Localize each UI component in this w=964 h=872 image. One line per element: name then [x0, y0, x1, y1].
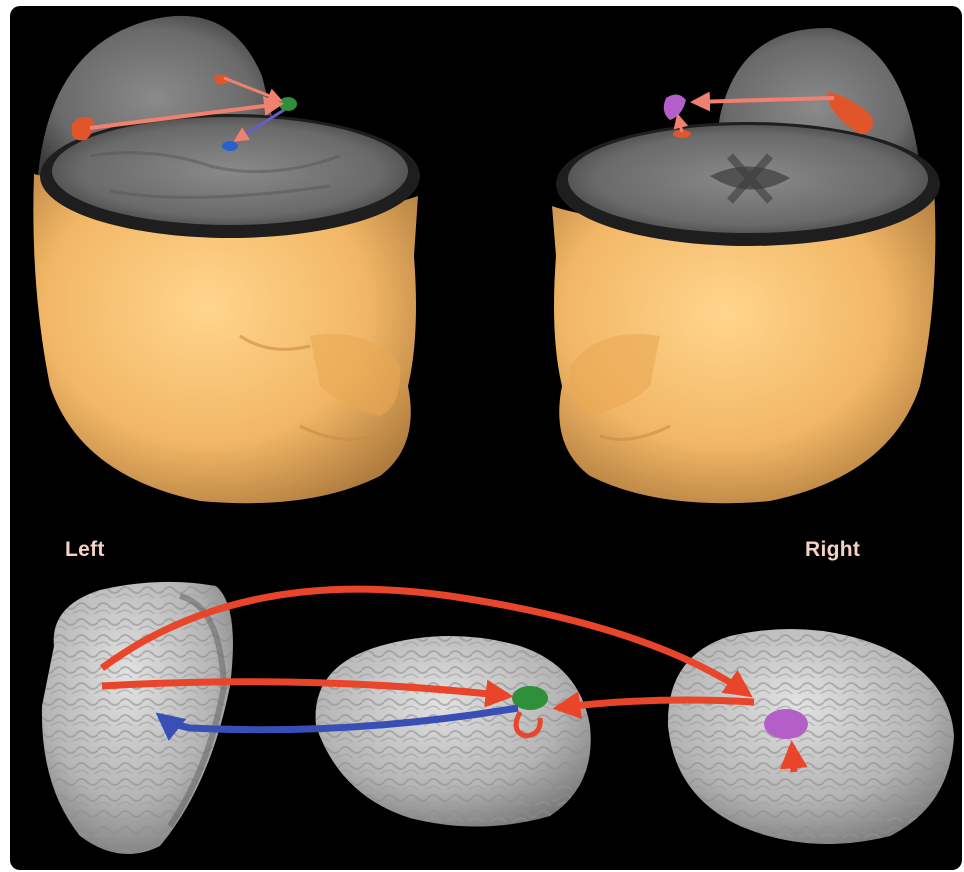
arrow-into-purple: [792, 746, 794, 772]
green-region-left: [279, 97, 297, 111]
brain-right-lateral: [668, 629, 954, 844]
left-hemisphere-label: Left: [65, 538, 105, 562]
head-right-view: [552, 28, 940, 503]
black-panel: Left Right: [10, 6, 962, 870]
brain-left-lateral: [316, 636, 591, 827]
brain-frontal-slab: [42, 582, 233, 854]
head-left-view: [33, 16, 420, 503]
brain-connectivity-illustration: [10, 6, 962, 870]
right-hemisphere-label: Right: [805, 538, 860, 562]
purple-region-brain: [764, 709, 808, 739]
blue-region-left: [222, 141, 238, 151]
purple-region-right: [664, 94, 686, 120]
